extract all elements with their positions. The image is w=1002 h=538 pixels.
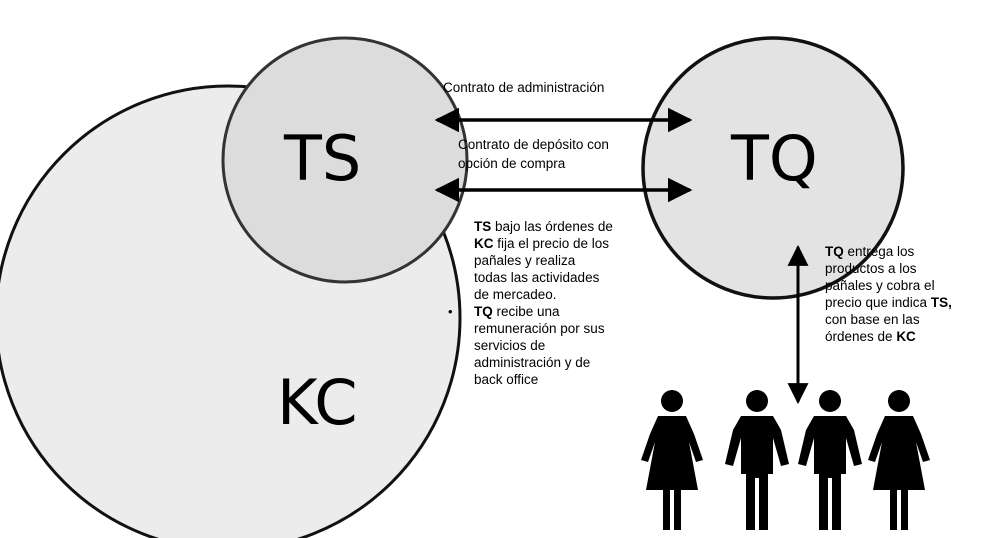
note-text-run: fija el precio de los: [493, 236, 610, 251]
ts-circle: [221, 36, 469, 284]
note-line: órdenes de KC: [825, 328, 1000, 345]
note-bold-run: TQ: [825, 244, 844, 259]
note-bold-run: TS,: [930, 295, 952, 310]
note-text-run: servicios de: [474, 338, 546, 353]
note-text-run: back office: [474, 372, 539, 387]
note-line: remuneración por sus: [474, 320, 674, 337]
note-bold-run: KC: [474, 236, 494, 251]
note-line: de mercadeo.: [474, 286, 674, 303]
note-text-run: pañales y realiza: [474, 253, 576, 268]
deposit-contract-label-line2: opción de compra: [458, 156, 566, 171]
note-line: precio que indica TS,: [825, 294, 1000, 311]
note-text-run: productos a los: [825, 261, 917, 276]
note-line: back office: [474, 371, 674, 388]
note-text-run: de mercadeo.: [474, 287, 557, 302]
note-text-run: administración y de: [474, 355, 591, 370]
note-text-run: entrega los: [843, 244, 915, 259]
note-line: KC fija el precio de los: [474, 235, 674, 252]
woman-icon: [868, 390, 930, 530]
note-text-run: órdenes de: [825, 329, 897, 344]
note-line: administración y de: [474, 354, 674, 371]
note-line: pañales y cobra el: [825, 277, 1000, 294]
tq-label: TQ: [731, 122, 818, 195]
note-line: todas las actividades: [474, 269, 674, 286]
note-bold-run: TS: [474, 219, 492, 234]
note-line: pañales y realiza: [474, 252, 674, 269]
note-line: con base en las: [825, 311, 1000, 328]
note-text-run: bajo las órdenes de: [491, 219, 613, 234]
consumers-group: [641, 390, 930, 530]
admin-contract-label: Contrato de administración: [443, 80, 605, 95]
note-text-run: pañales y cobra el: [825, 278, 935, 293]
note-text-run: remuneración por sus: [474, 321, 605, 336]
note-line: TQ entrega los: [825, 243, 1000, 260]
man-icon: [798, 390, 862, 530]
bullet-glyph: •: [448, 304, 453, 319]
note-text-run: todas las actividades: [474, 270, 600, 285]
ts-label: TS: [284, 122, 362, 195]
note-bold-run: KC: [896, 329, 916, 344]
tq-circle: [641, 36, 905, 300]
note-line: TQ recibe una: [474, 303, 674, 320]
note-text-run: recibe una: [492, 304, 560, 319]
note-line: TS bajo las órdenes de: [474, 218, 674, 235]
note-text-run: precio que indica: [825, 295, 931, 310]
deposit-contract-label-line1: Contrato de depósito con: [458, 137, 609, 152]
kc-label: KC: [277, 366, 358, 439]
note-line: servicios de: [474, 337, 674, 354]
note-bold-run: TQ: [474, 304, 493, 319]
note-line: productos a los: [825, 260, 1000, 277]
man-icon: [725, 390, 789, 530]
note-text-run: con base en las: [825, 312, 920, 327]
woman-icon: [641, 390, 703, 530]
